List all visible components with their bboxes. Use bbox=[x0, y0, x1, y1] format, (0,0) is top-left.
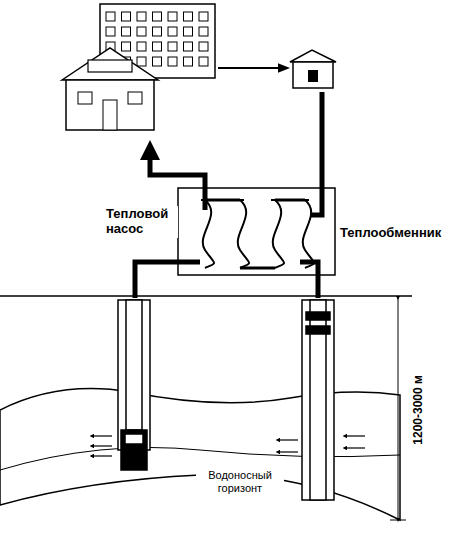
aquifer-line bbox=[0, 448, 400, 471]
injection-well bbox=[302, 300, 334, 500]
house bbox=[62, 48, 158, 130]
heat-arrow bbox=[218, 67, 284, 69]
part-label: Теплообменник bbox=[338, 225, 443, 242]
depth-dimension bbox=[390, 298, 406, 520]
part-label: Водоносный горизонт bbox=[196, 468, 284, 495]
hut bbox=[290, 50, 336, 88]
aquifer bbox=[0, 389, 400, 520]
flow-arrows bbox=[92, 436, 365, 456]
pipe bbox=[135, 92, 322, 298]
production-well bbox=[118, 300, 150, 470]
ground-line bbox=[0, 295, 412, 297]
part-label: Тепловой насос bbox=[104, 206, 178, 238]
coil bbox=[201, 200, 314, 268]
dimension-label: 1200-3000 м bbox=[411, 373, 427, 447]
